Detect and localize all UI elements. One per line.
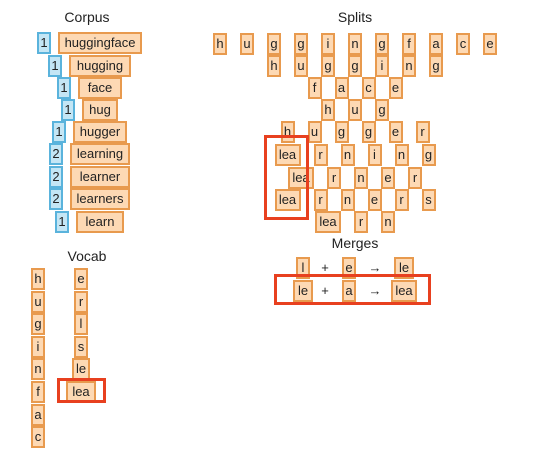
vocab-token: l [74, 313, 88, 336]
split-token: u [307, 121, 322, 143]
corpus-count: 1 [55, 211, 69, 233]
split-token: r [313, 144, 328, 166]
vocab-token: a [31, 403, 45, 426]
split-token: g [321, 55, 335, 77]
merge-plus: + [321, 260, 329, 275]
split-token: n [381, 211, 395, 233]
split-token: lea [274, 189, 301, 211]
split-token: u [348, 99, 362, 121]
corpus-word: learner [70, 166, 130, 188]
corpus-count: 2 [49, 166, 63, 188]
merge-right: e [342, 257, 356, 279]
split-token: n [340, 189, 355, 211]
corpus-word: learn [76, 211, 124, 233]
merges-title: Merges [331, 235, 379, 251]
merge-arrow: → [368, 283, 382, 298]
split-token: n [348, 33, 362, 55]
corpus-word: huggingface [58, 32, 142, 54]
vocab-token: r [74, 290, 88, 313]
split-token: f [402, 33, 416, 55]
vocab-token: u [31, 290, 45, 313]
split-token: n [340, 144, 355, 166]
vocab-lea-highlight [57, 378, 106, 403]
split-token: u [294, 55, 308, 77]
vocab-token: g [31, 313, 45, 336]
split-token: lea [274, 144, 301, 166]
split-token: g [421, 144, 436, 166]
corpus-word: face [78, 77, 122, 99]
split-lea-highlight [264, 135, 309, 220]
vocab-title: Vocab [67, 248, 107, 264]
merge-left: le [293, 280, 313, 302]
split-token: i [375, 55, 389, 77]
split-token: i [367, 144, 382, 166]
merge-arrow: → [368, 260, 382, 275]
split-token: a [429, 33, 443, 55]
vocab-token: h [31, 268, 45, 290]
corpus-count: 1 [48, 55, 62, 77]
split-token: r [327, 167, 341, 189]
split-token: lea [315, 211, 341, 233]
split-token: e [483, 33, 497, 55]
corpus-count: 1 [37, 32, 51, 54]
vocab-token: n [31, 358, 45, 381]
corpus-count: 2 [49, 143, 63, 165]
corpus-word: hugger [73, 121, 127, 143]
merge-result: lea [391, 280, 417, 302]
split-token: s [421, 189, 436, 211]
vocab-token: i [31, 335, 45, 358]
corpus-count: 1 [57, 77, 71, 99]
split-token: g [375, 99, 389, 121]
split-token: a [334, 77, 349, 99]
split-token: e [381, 167, 395, 189]
merge-left: l [296, 257, 310, 279]
vocab-token: f [31, 381, 45, 403]
split-token: g [334, 121, 349, 143]
merge-result: le [394, 257, 414, 279]
corpus-count: 2 [49, 188, 63, 210]
vocab-token: s [74, 335, 88, 358]
corpus-word: hug [82, 99, 118, 121]
split-token: r [415, 121, 430, 143]
split-token: h [267, 55, 281, 77]
split-token: e [388, 77, 403, 99]
split-token: g [348, 55, 362, 77]
split-token: r [354, 211, 368, 233]
split-token: c [456, 33, 470, 55]
corpus-title: Corpus [64, 9, 110, 25]
split-token: r [313, 189, 328, 211]
split-token: h [321, 99, 335, 121]
split-token: r [394, 189, 409, 211]
split-token: g [294, 33, 308, 55]
split-token: c [361, 77, 376, 99]
vocab-token: c [31, 426, 45, 449]
split-token: g [267, 33, 281, 55]
split-token: g [375, 33, 389, 55]
split-token: e [367, 189, 382, 211]
merge-plus: + [321, 283, 329, 298]
split-token: n [402, 55, 416, 77]
merge-right: a [342, 280, 356, 302]
corpus-word: learners [70, 188, 130, 210]
split-token: g [429, 55, 443, 77]
corpus-word: learning [70, 143, 130, 165]
split-token: n [394, 144, 409, 166]
split-token: r [408, 167, 422, 189]
corpus-count: 1 [61, 99, 75, 121]
corpus-count: 1 [52, 121, 66, 143]
splits-title: Splits [337, 9, 373, 25]
split-token: e [388, 121, 403, 143]
vocab-token: e [74, 268, 88, 290]
merge-lea-highlight [274, 274, 431, 305]
corpus-word: hugging [69, 55, 131, 77]
split-token: f [307, 77, 322, 99]
split-token: g [361, 121, 376, 143]
split-token: n [354, 167, 368, 189]
split-token: h [213, 33, 227, 55]
split-token: i [321, 33, 335, 55]
split-token: u [240, 33, 254, 55]
